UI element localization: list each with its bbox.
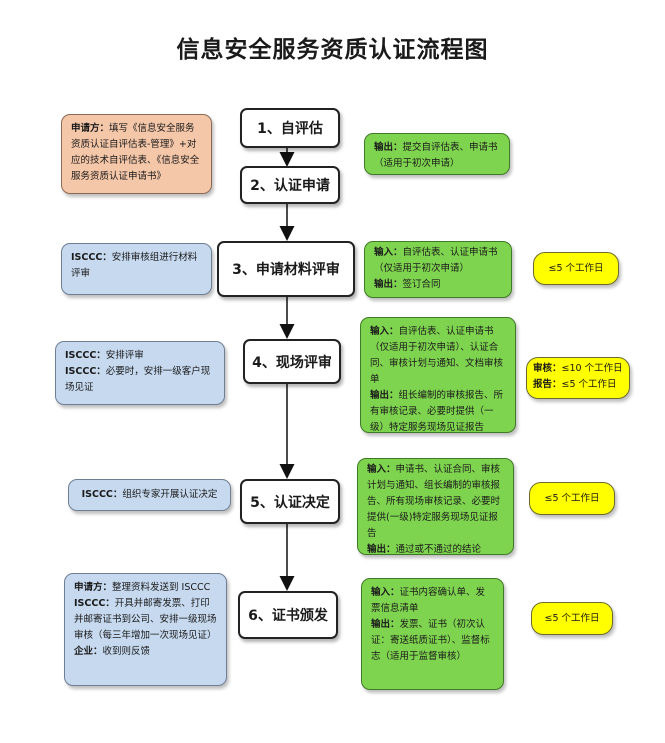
note-text: 必要时，安排一级客户现场见证 [65,366,211,393]
step-6: 6、证书颁发 [238,591,338,639]
note-left-4: ISCCC：安排评审 ISCCC：必要时，安排一级客户现场见证 [55,341,225,405]
note-text: 组织专家开展认证决定 [122,489,218,500]
note-label: ISCCC： [81,489,123,500]
note-label: ISCCC： [74,598,115,609]
step-2: 2、认证申请 [240,166,340,204]
note-label: 输入： [374,247,403,258]
note-text: 签订合同 [402,279,441,290]
note-text: 发票、证书（初次认证：寄送纸质证书）、监督标志（适用于监督审核） [371,619,490,662]
note-text: 整理资料发送到 ISCCC [112,582,211,593]
step-5: 5、认证决定 [240,479,340,524]
note-text: 组长编制的审核报告、所有审核记录、必要时提供（一级）特定服务现场见证报告 [370,390,504,433]
note-right-1: 输出：提交自评估表、申请书（适用于初次申请） [364,133,510,175]
note-right-5: 输入：申请书、认证合同、审核计划与通知、组长编制的审核报告、所有现场审核记录、必… [357,458,514,555]
note-label: 输出： [370,390,399,401]
note-left-1: 申请方：填写《信息安全服务资质认证自评估表-管理》+对应的技术自评估表、《信息安… [61,114,212,194]
time-label: 审核： [533,363,562,374]
note-label: 申请方： [71,123,110,134]
time-label: 报告： [533,379,562,390]
note-text: 提交自评估表、申请书（适用于初次申请） [374,142,498,169]
note-text: 自评估表、认证申请书（仅适用于初次申请）、认证合同、审核计划与通知、文档审核单 [370,326,504,385]
diagram-title: 信息安全服务资质认证流程图 [176,37,489,63]
note-text: 安排审核组进行材料评审 [71,252,198,279]
note-label: ISCCC： [65,366,106,377]
note-text: 自评估表、认证申请书（仅适用于初次申请） [374,247,498,274]
time-text: ≤5 个工作日 [544,492,600,504]
time-text: ≤10 个工作日 [561,363,623,374]
note-label: 输入： [371,587,400,598]
note-label: ISCCC： [65,350,106,361]
note-label: 输出： [371,619,400,630]
note-left-6: 申请方：整理资料发送到 ISCCC ISCCC：开具并邮寄发票、打印并邮寄证书到… [64,573,227,686]
time-note-3: ≤5 个工作日 [533,252,619,285]
time-text: ≤5 个工作日 [544,612,600,624]
note-right-3: 输入：自评估表、认证申请书（仅适用于初次申请） 输出：签订合同 [364,241,512,298]
step-3: 3、申请材料评审 [217,241,355,297]
time-text: ≤5 个工作日 [561,379,617,390]
step-4: 4、现场评审 [243,339,341,384]
note-label: 输入： [370,326,399,337]
note-label: 输出： [374,279,403,290]
step-1: 1、自评估 [240,108,340,148]
note-text: 安排评审 [105,350,144,361]
note-text: 证书内容确认单、发票信息清单 [371,587,486,614]
note-text: 通过或不通过的结论 [395,544,482,555]
time-text: ≤5 个工作日 [548,262,604,274]
note-text: 填写《信息安全服务资质认证自评估表-管理》+对应的技术自评估表、《信息安全服务资… [71,123,200,182]
note-label: 输入： [367,464,396,475]
note-right-4: 输入：自评估表、认证申请书（仅适用于初次申请）、认证合同、审核计划与通知、文档审… [360,317,516,433]
note-label: 企业： [74,646,103,657]
note-text: 开具并邮寄发票、打印并邮寄证书到公司、安排一级现场审核（每三年增加一次现场见证） [74,598,217,641]
note-left-5: ISCCC：组织专家开展认证决定 [68,479,231,511]
note-right-6: 输入：证书内容确认单、发票信息清单 输出：发票、证书（初次认证：寄送纸质证书）、… [361,578,504,690]
note-label: ISCCC： [71,252,112,263]
note-text: 收到则反馈 [102,646,151,657]
time-note-6: ≤5 个工作日 [531,602,613,635]
note-label: 申请方： [74,582,113,593]
note-left-3: ISCCC：安排审核组进行材料评审 [61,243,212,295]
time-note-4: 审核：≤10 个工作日 报告：≤5 个工作日 [526,357,630,399]
note-label: 输出： [367,544,396,555]
time-note-5: ≤5 个工作日 [529,482,615,515]
note-label: 输出： [374,142,403,153]
note-text: 申请书、认证合同、审核计划与通知、组长编制的审核报告、所有现场审核记录、必要时提… [367,464,501,539]
